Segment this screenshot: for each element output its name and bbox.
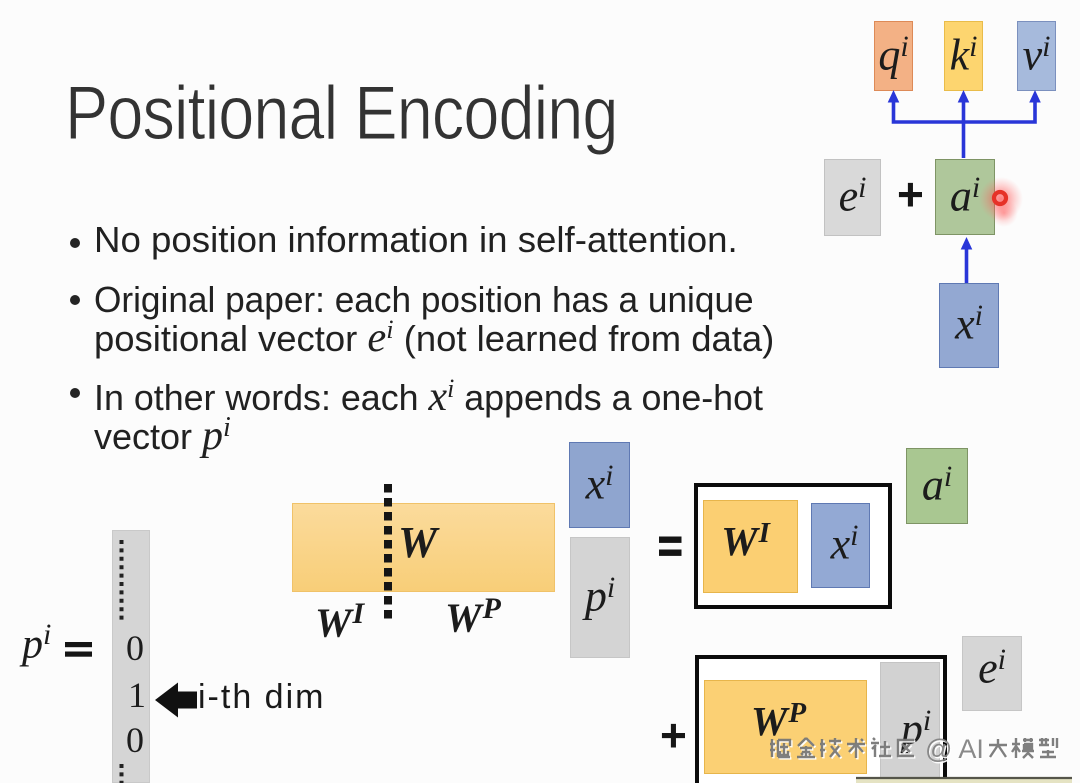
svg-text:@ AI: @ AI [925,734,984,764]
svg-text:@ AI: @ AI [926,735,985,765]
